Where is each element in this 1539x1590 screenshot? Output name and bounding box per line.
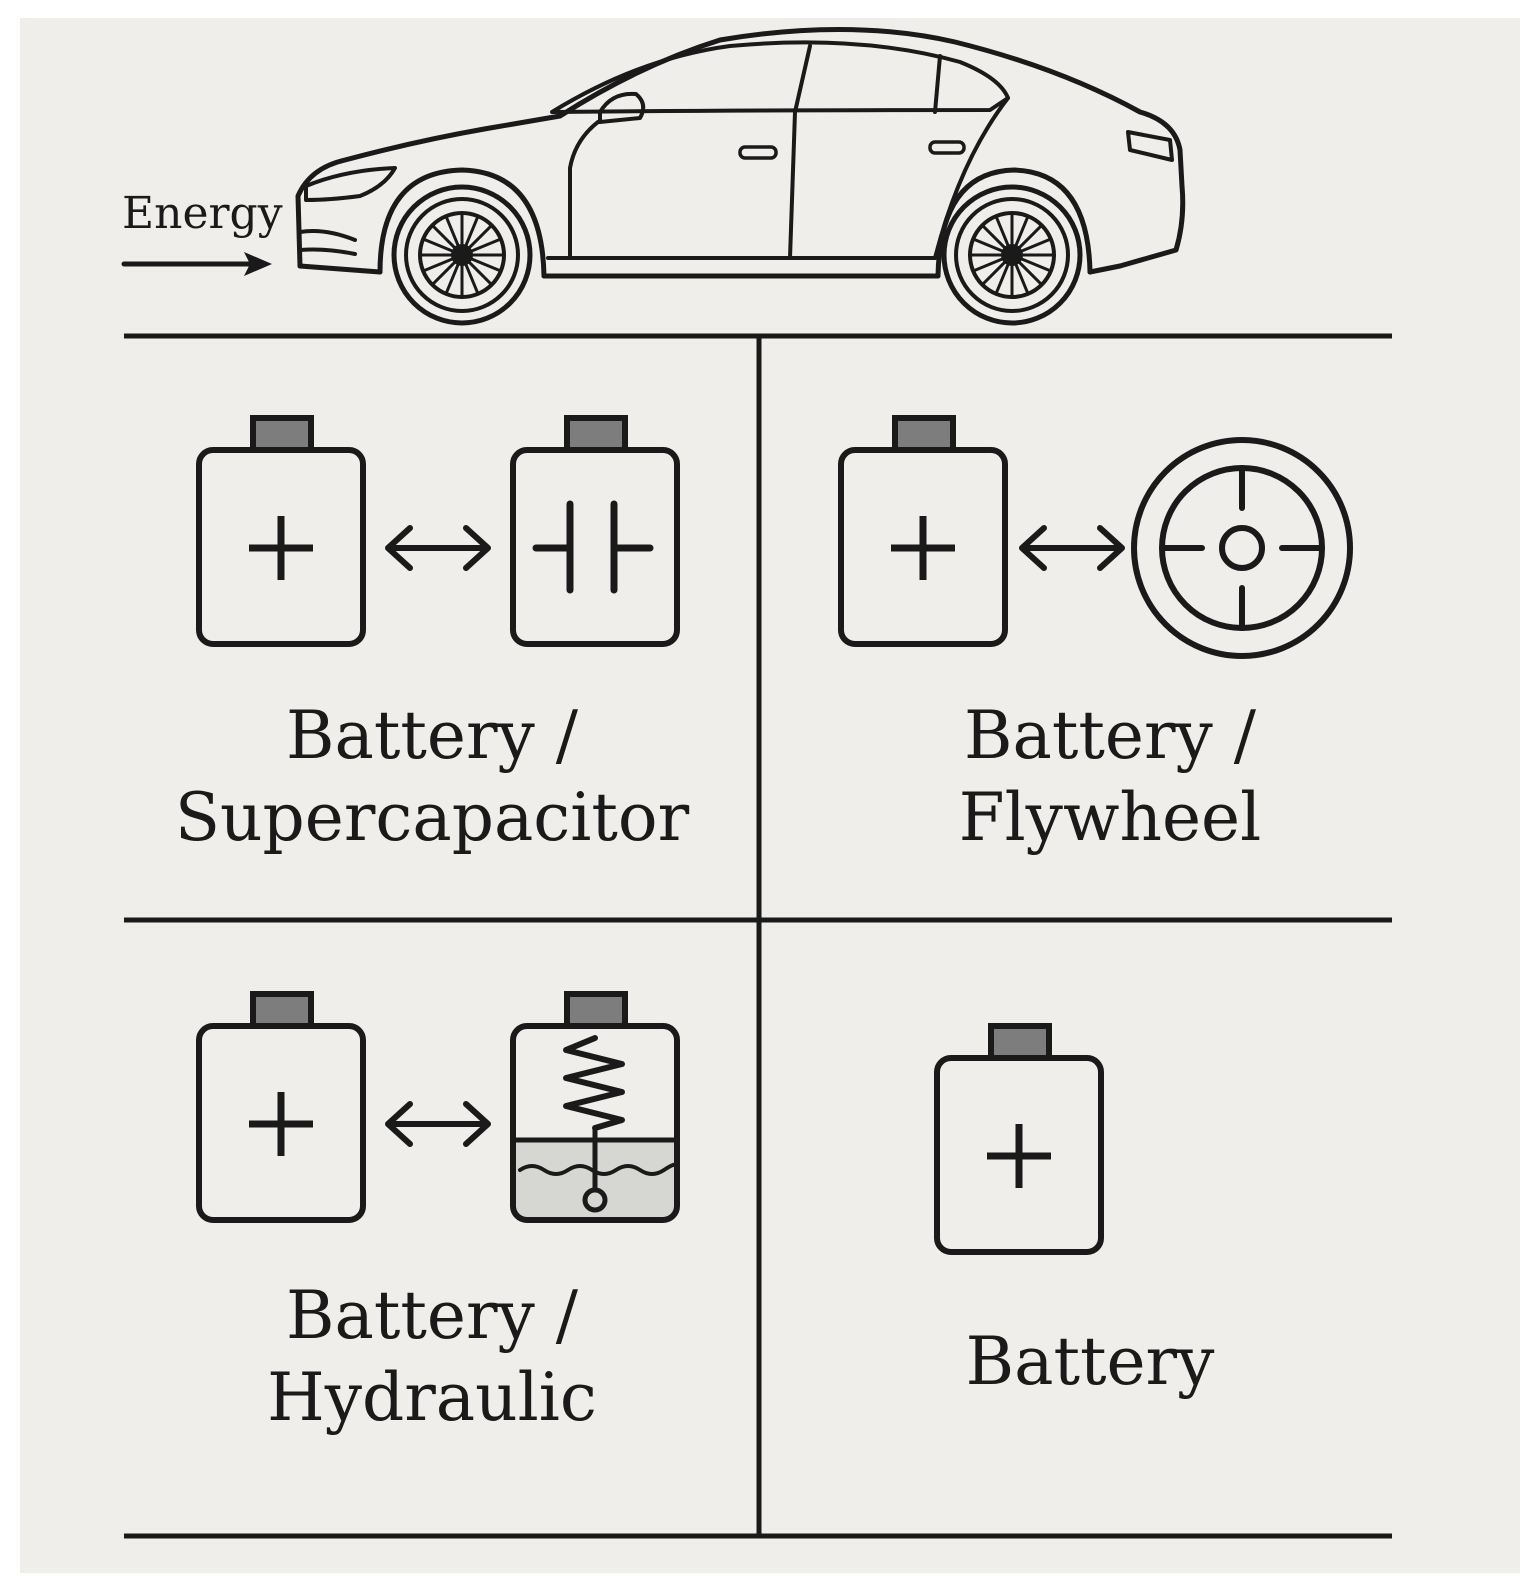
battery-icon bbox=[841, 418, 1005, 644]
front-wheel-icon bbox=[394, 187, 530, 323]
battery-icon bbox=[937, 1026, 1101, 1252]
cell-battery-hydraulic: Battery / Hydraulic bbox=[199, 994, 677, 1436]
rear-wheel-icon bbox=[944, 187, 1080, 323]
cell-label-line1: Battery / bbox=[286, 1277, 579, 1354]
cell-label-line1: Battery / bbox=[286, 697, 579, 774]
hydraulic-accumulator-icon bbox=[513, 994, 677, 1220]
cell-battery-only: Battery bbox=[937, 1026, 1215, 1400]
cell-battery-flywheel: Battery / Flywheel bbox=[841, 418, 1353, 856]
energy-arrow-icon bbox=[121, 252, 272, 276]
cell-label-line1: Battery bbox=[966, 1323, 1216, 1400]
cell-label-line2: Flywheel bbox=[959, 779, 1261, 856]
cell-battery-supercapacitor: Battery / Supercapacitor bbox=[175, 418, 690, 856]
bidirectional-arrow-icon bbox=[388, 1104, 488, 1144]
flywheel-icon bbox=[1131, 437, 1353, 659]
battery-icon bbox=[199, 418, 363, 644]
capacitor-icon bbox=[513, 418, 677, 644]
cell-label-line2: Supercapacitor bbox=[175, 779, 690, 856]
cell-label-line1: Battery / bbox=[964, 697, 1257, 774]
cell-label-line2: Hydraulic bbox=[267, 1359, 597, 1436]
grid-lines bbox=[124, 333, 1392, 1539]
battery-icon bbox=[199, 994, 363, 1220]
bidirectional-arrow-icon bbox=[388, 528, 488, 568]
car-icon bbox=[295, 27, 1186, 323]
bidirectional-arrow-icon bbox=[1022, 528, 1122, 568]
energy-label: Energy bbox=[122, 188, 283, 239]
